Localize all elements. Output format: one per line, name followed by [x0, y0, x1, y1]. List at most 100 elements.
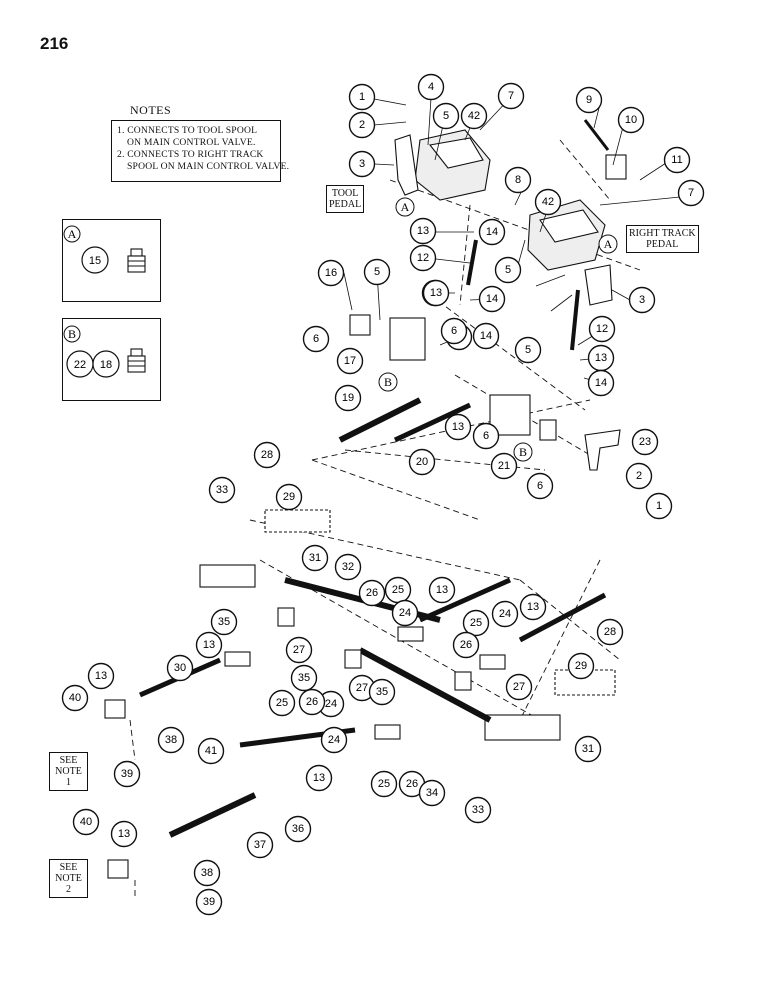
callout-13: 13: [409, 217, 437, 245]
callout-number: 4: [428, 81, 434, 93]
callout-24: 24: [391, 599, 419, 627]
callout-number: 2: [359, 119, 365, 131]
callout-number: 27: [356, 682, 368, 694]
callout-circle: [110, 820, 138, 848]
inset-a-letter: A: [68, 227, 77, 241]
callout-number: 16: [325, 267, 337, 279]
callout-number: 38: [201, 867, 213, 879]
callout-circle: [87, 662, 115, 690]
callout-33: 33: [208, 476, 236, 504]
callout-circle: [408, 448, 436, 476]
callout-circle: [290, 664, 318, 692]
callout-circle: [409, 217, 437, 245]
callout-number: 40: [80, 816, 92, 828]
callout-number: 13: [527, 601, 539, 613]
callout-circle: [490, 452, 518, 480]
callout-circle: [61, 684, 89, 712]
callout-number: 29: [575, 660, 587, 672]
callout-13: 13: [422, 279, 450, 307]
callout-2: 2: [348, 111, 376, 139]
callout-39: 39: [113, 760, 141, 788]
inset-a-letter-circle: [63, 225, 81, 243]
callout-number: 13: [417, 225, 429, 237]
callout-number: 31: [582, 743, 594, 755]
page-number: 216: [40, 34, 69, 53]
callout-number: 36: [292, 823, 304, 835]
inset-b-letter: B: [68, 327, 76, 341]
callout-21: 21: [490, 452, 518, 480]
callout-circle: [409, 244, 437, 272]
callout-circle: [628, 286, 656, 314]
callout-circle: [358, 579, 386, 607]
callout-number: 13: [430, 287, 442, 299]
callout-13: 13: [444, 413, 472, 441]
callout-number: 21: [498, 460, 510, 472]
letter-tag-text: A: [401, 200, 410, 214]
label-line: SEE: [59, 862, 78, 873]
callout-circle: [567, 652, 595, 680]
callout-circle: [193, 859, 221, 887]
pedal-bracket-left-icon: [394, 134, 419, 196]
label-line: SEE: [59, 755, 78, 766]
callout-17: 17: [336, 347, 364, 375]
callout-number: 9: [586, 94, 592, 106]
letter-tag-text: A: [604, 237, 613, 251]
callout-number: 40: [69, 692, 81, 704]
callout-13: 13: [587, 344, 615, 372]
callout-3: 3: [628, 286, 656, 314]
note-line: 2. CONNECTS TO RIGHT TRACK: [117, 149, 264, 160]
callout-circle: [348, 111, 376, 139]
callout-38: 38: [157, 726, 185, 754]
callout-number: 6: [313, 333, 319, 345]
callout-number: 26: [460, 639, 472, 651]
callout-1: 1: [645, 492, 673, 520]
callout-32: 32: [334, 553, 362, 581]
callout-circle: [432, 102, 460, 130]
callout-circle: [370, 770, 398, 798]
callout-circle: [417, 73, 445, 101]
callout-circle: [494, 256, 522, 284]
callout-6: 6: [440, 317, 468, 345]
callout-20: 20: [408, 448, 436, 476]
callout-9: 9: [575, 86, 603, 114]
callout-number: 13: [313, 772, 325, 784]
bar-33-left-icon: [199, 564, 256, 588]
callout-13: 13: [428, 576, 456, 604]
inset-b-part-circle: [92, 350, 120, 378]
callout-circle: [197, 737, 225, 765]
callout-number: 2: [636, 470, 642, 482]
callout-40: 40: [61, 684, 89, 712]
callout-group: 1234542791011842713141251413312131416513…: [61, 73, 705, 916]
callout-27: 27: [285, 636, 313, 664]
callout-circle: [526, 472, 554, 500]
notes-box: 1. CONNECTS TO TOOL SPOOL ON MAIN CONTRO…: [111, 120, 289, 182]
callout-circle: [268, 689, 296, 717]
callout-circle: [596, 618, 624, 646]
callout-number: 42: [468, 110, 480, 122]
callout-number: 32: [342, 561, 354, 573]
callout-circle: [418, 779, 446, 807]
callout-31: 31: [301, 544, 329, 572]
callout-circle: [253, 441, 281, 469]
callout-circle: [504, 166, 532, 194]
callout-circle: [284, 815, 312, 843]
callout-number: 25: [378, 778, 390, 790]
callout-number: 8: [515, 174, 521, 186]
letter-tag-B: B: [513, 442, 533, 462]
grease-fitting-a-icon: [127, 248, 146, 273]
callout-number: 27: [293, 644, 305, 656]
callout-29: 29: [567, 652, 595, 680]
callout-circle: [302, 325, 330, 353]
callout-5: 5: [432, 102, 460, 130]
callout-circle: [72, 808, 100, 836]
inset-b-part: 18: [100, 359, 112, 371]
callout-circle: [574, 735, 602, 763]
callout-number: 24: [499, 608, 511, 620]
callout-number: 20: [416, 456, 428, 468]
callout-number: 26: [306, 696, 318, 708]
callout-10: 10: [617, 106, 645, 134]
callout-circle: [317, 259, 345, 287]
note-line: ON MAIN CONTROL VALVE.: [127, 137, 256, 148]
callout-number: 28: [604, 626, 616, 638]
